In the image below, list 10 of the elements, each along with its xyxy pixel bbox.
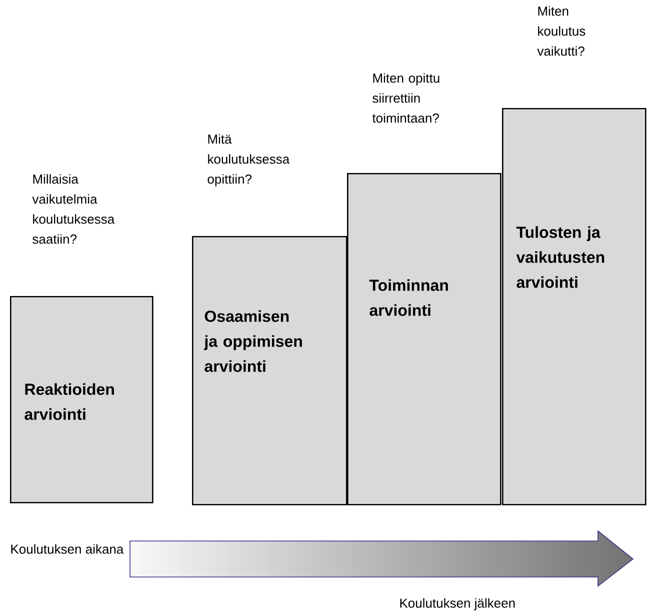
- time-label: Koulutuksen aikana: [11, 544, 124, 554]
- question-text: Millaisia vaikutelmia koulutuksessa saatiin?: [32, 174, 115, 244]
- assessment-box: Reaktioiden arviointi: [10, 296, 154, 504]
- assessment-box: Toiminnan arviointi: [347, 173, 502, 506]
- question-text: Miten koulutus vaikutti?: [537, 6, 586, 56]
- question-text: Miten opittu siirrettiin toimintaan?: [372, 73, 440, 123]
- question-text: Mitä koulutuksessa opittiin?: [208, 134, 290, 186]
- time-label: Koulutuksen jälkeen: [400, 598, 515, 610]
- assessment-box: Osaamisen ja oppimisen arviointi: [192, 236, 348, 506]
- assessment-box: Tulosten ja vaikutusten arviointi: [502, 108, 646, 506]
